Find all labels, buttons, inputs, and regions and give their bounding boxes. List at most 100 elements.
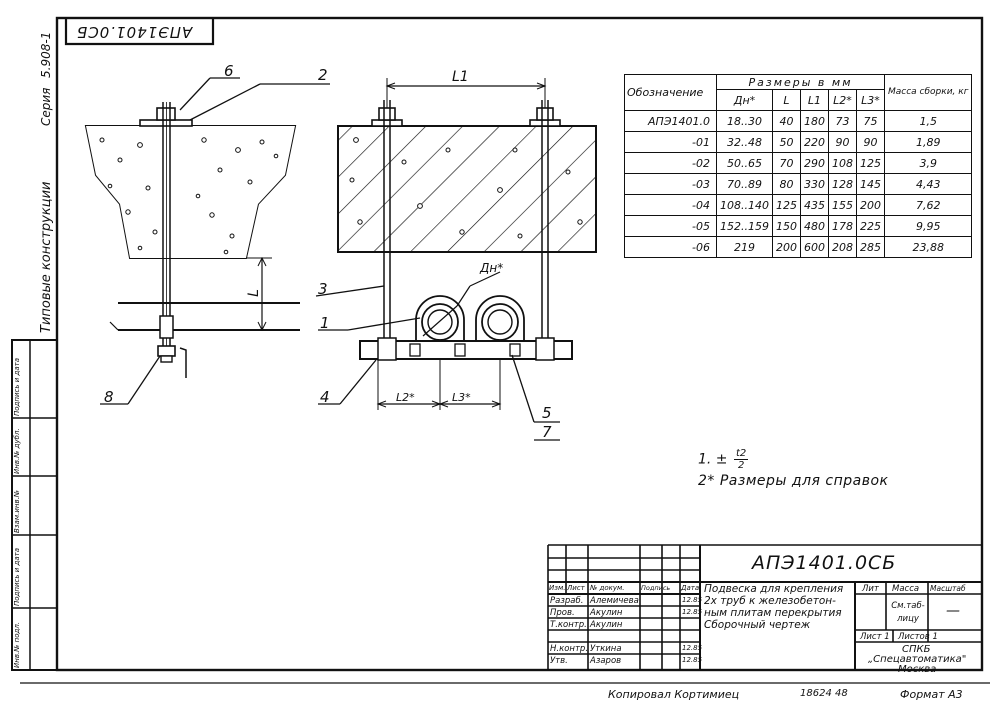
- cell-code: -04: [624, 194, 717, 216]
- filing-strip: [11, 339, 58, 671]
- callout-5: 5: [542, 404, 552, 422]
- cell-l2: 108: [827, 152, 857, 174]
- col-l2: L2*: [827, 89, 857, 111]
- role-2: Пров.: [550, 608, 575, 618]
- cell-dn: 18..30: [716, 110, 773, 132]
- cell-code: -02: [624, 152, 717, 174]
- cell-l: 80: [771, 173, 801, 195]
- cell-code: -06: [624, 236, 717, 258]
- cell-l2: 208: [827, 236, 857, 258]
- callout-2: 2: [318, 66, 328, 84]
- cell-code: -05: [624, 215, 717, 237]
- role-4: Н.контр.: [550, 644, 589, 654]
- col-sizes: Размеры в мм: [716, 74, 885, 90]
- cell-l3: 225: [855, 215, 885, 237]
- series-value: 5.908-1: [39, 31, 53, 78]
- mass-label: Масса: [892, 584, 920, 594]
- cell-code: -01: [624, 131, 717, 153]
- title-line-3: ным плитам перекрытия: [704, 607, 842, 619]
- cell-l: 40: [771, 110, 801, 132]
- dim-L1: L1: [452, 69, 469, 85]
- margin-col-1: Инв.№ подл.: [13, 621, 21, 668]
- cell-mass: 23,88: [883, 236, 973, 258]
- title-line-1: Подвеска для крепления: [704, 583, 844, 595]
- col-dn: Дн*: [716, 89, 773, 111]
- cell-l: 70: [771, 152, 801, 174]
- mass-value: См.таб-лицу: [891, 601, 925, 624]
- head-izm: Изм.: [549, 584, 566, 592]
- note-1: 1. ± t2 2: [698, 448, 749, 471]
- cell-l: 200: [771, 236, 801, 258]
- cell-l: 150: [771, 215, 801, 237]
- cell-mass: 7,62: [883, 194, 973, 216]
- cell-dn: 152..159: [716, 215, 773, 237]
- note-1-num: t2: [734, 448, 749, 460]
- org-line-2: „Спецавтоматика": [868, 654, 967, 665]
- cell-l1: 220: [799, 131, 829, 153]
- cell-l: 50: [771, 131, 801, 153]
- margin-col-4: Инв.№ дубл.: [13, 428, 21, 474]
- cell-l3: 200: [855, 194, 885, 216]
- col-l: L: [771, 89, 801, 111]
- head-doc: № докум.: [590, 584, 625, 592]
- lit-label: Лит: [862, 584, 879, 594]
- name-1: Алемичева: [590, 596, 639, 606]
- dim-L: L: [245, 289, 262, 297]
- note-2: 2* Размеры для справок: [698, 473, 889, 489]
- cell-l2: 178: [827, 215, 857, 237]
- cell-l3: 285: [855, 236, 885, 258]
- title-line-4: Сборочный чертеж: [704, 619, 811, 631]
- cell-l3: 125: [855, 152, 885, 174]
- dim-L2: L2*: [396, 391, 415, 404]
- cell-mass: 1,89: [883, 131, 973, 153]
- col-mass: Масса сборки, кг: [883, 74, 973, 111]
- role-5: Утв.: [550, 656, 568, 666]
- cell-l3: 90: [855, 131, 885, 153]
- dim-L3: L3*: [452, 391, 471, 404]
- title-block-lines: [547, 544, 982, 670]
- cell-mass: 9,95: [883, 215, 973, 237]
- note-1-prefix: 1. ±: [698, 451, 728, 468]
- col-designation: Обозначение: [624, 74, 717, 111]
- org-line-1: СПКБ: [902, 644, 931, 655]
- callout-1: 1: [320, 314, 330, 332]
- role-1: Разраб.: [550, 596, 584, 606]
- callout-4: 4: [320, 388, 330, 406]
- name-5: Азаров: [590, 656, 622, 666]
- concrete-speckle-right: [349, 137, 583, 239]
- callout-7: 7: [542, 423, 552, 441]
- margin-col-2: Подпись и дата: [13, 548, 21, 606]
- cell-dn: 32..48: [716, 131, 773, 153]
- cell-l3: 75: [855, 110, 885, 132]
- cell-l2: 73: [827, 110, 857, 132]
- cell-code: АПЭ1401.0: [624, 110, 717, 132]
- date-1: 12.85: [682, 596, 703, 604]
- callout-6: 6: [224, 62, 234, 80]
- cell-mass: 1,5: [883, 110, 973, 132]
- margin-col-5: Подпись и дата: [13, 358, 21, 416]
- role-3: Т.контр.: [550, 620, 587, 630]
- series-name: Типовые конструкции: [39, 181, 54, 333]
- cell-l1: 180: [799, 110, 829, 132]
- cell-dn: 70..89: [716, 173, 773, 195]
- name-3: Акулин: [590, 620, 623, 630]
- date-2: 12.85: [682, 608, 703, 616]
- margin-col-3: Взам.инв.№: [13, 489, 21, 533]
- cell-l1: 290: [799, 152, 829, 174]
- col-l1: L1: [799, 89, 829, 111]
- cell-l: 125: [771, 194, 801, 216]
- date-4: 12.85: [682, 644, 703, 652]
- cell-dn: 219: [716, 236, 773, 258]
- callout-8: 8: [104, 388, 114, 406]
- cell-dn: 50..65: [716, 152, 773, 174]
- footer-format: Формат А3: [900, 688, 963, 701]
- cell-code: -03: [624, 173, 717, 195]
- concrete-speckle-left: [99, 137, 279, 255]
- dim-Dn: Дн*: [480, 261, 504, 275]
